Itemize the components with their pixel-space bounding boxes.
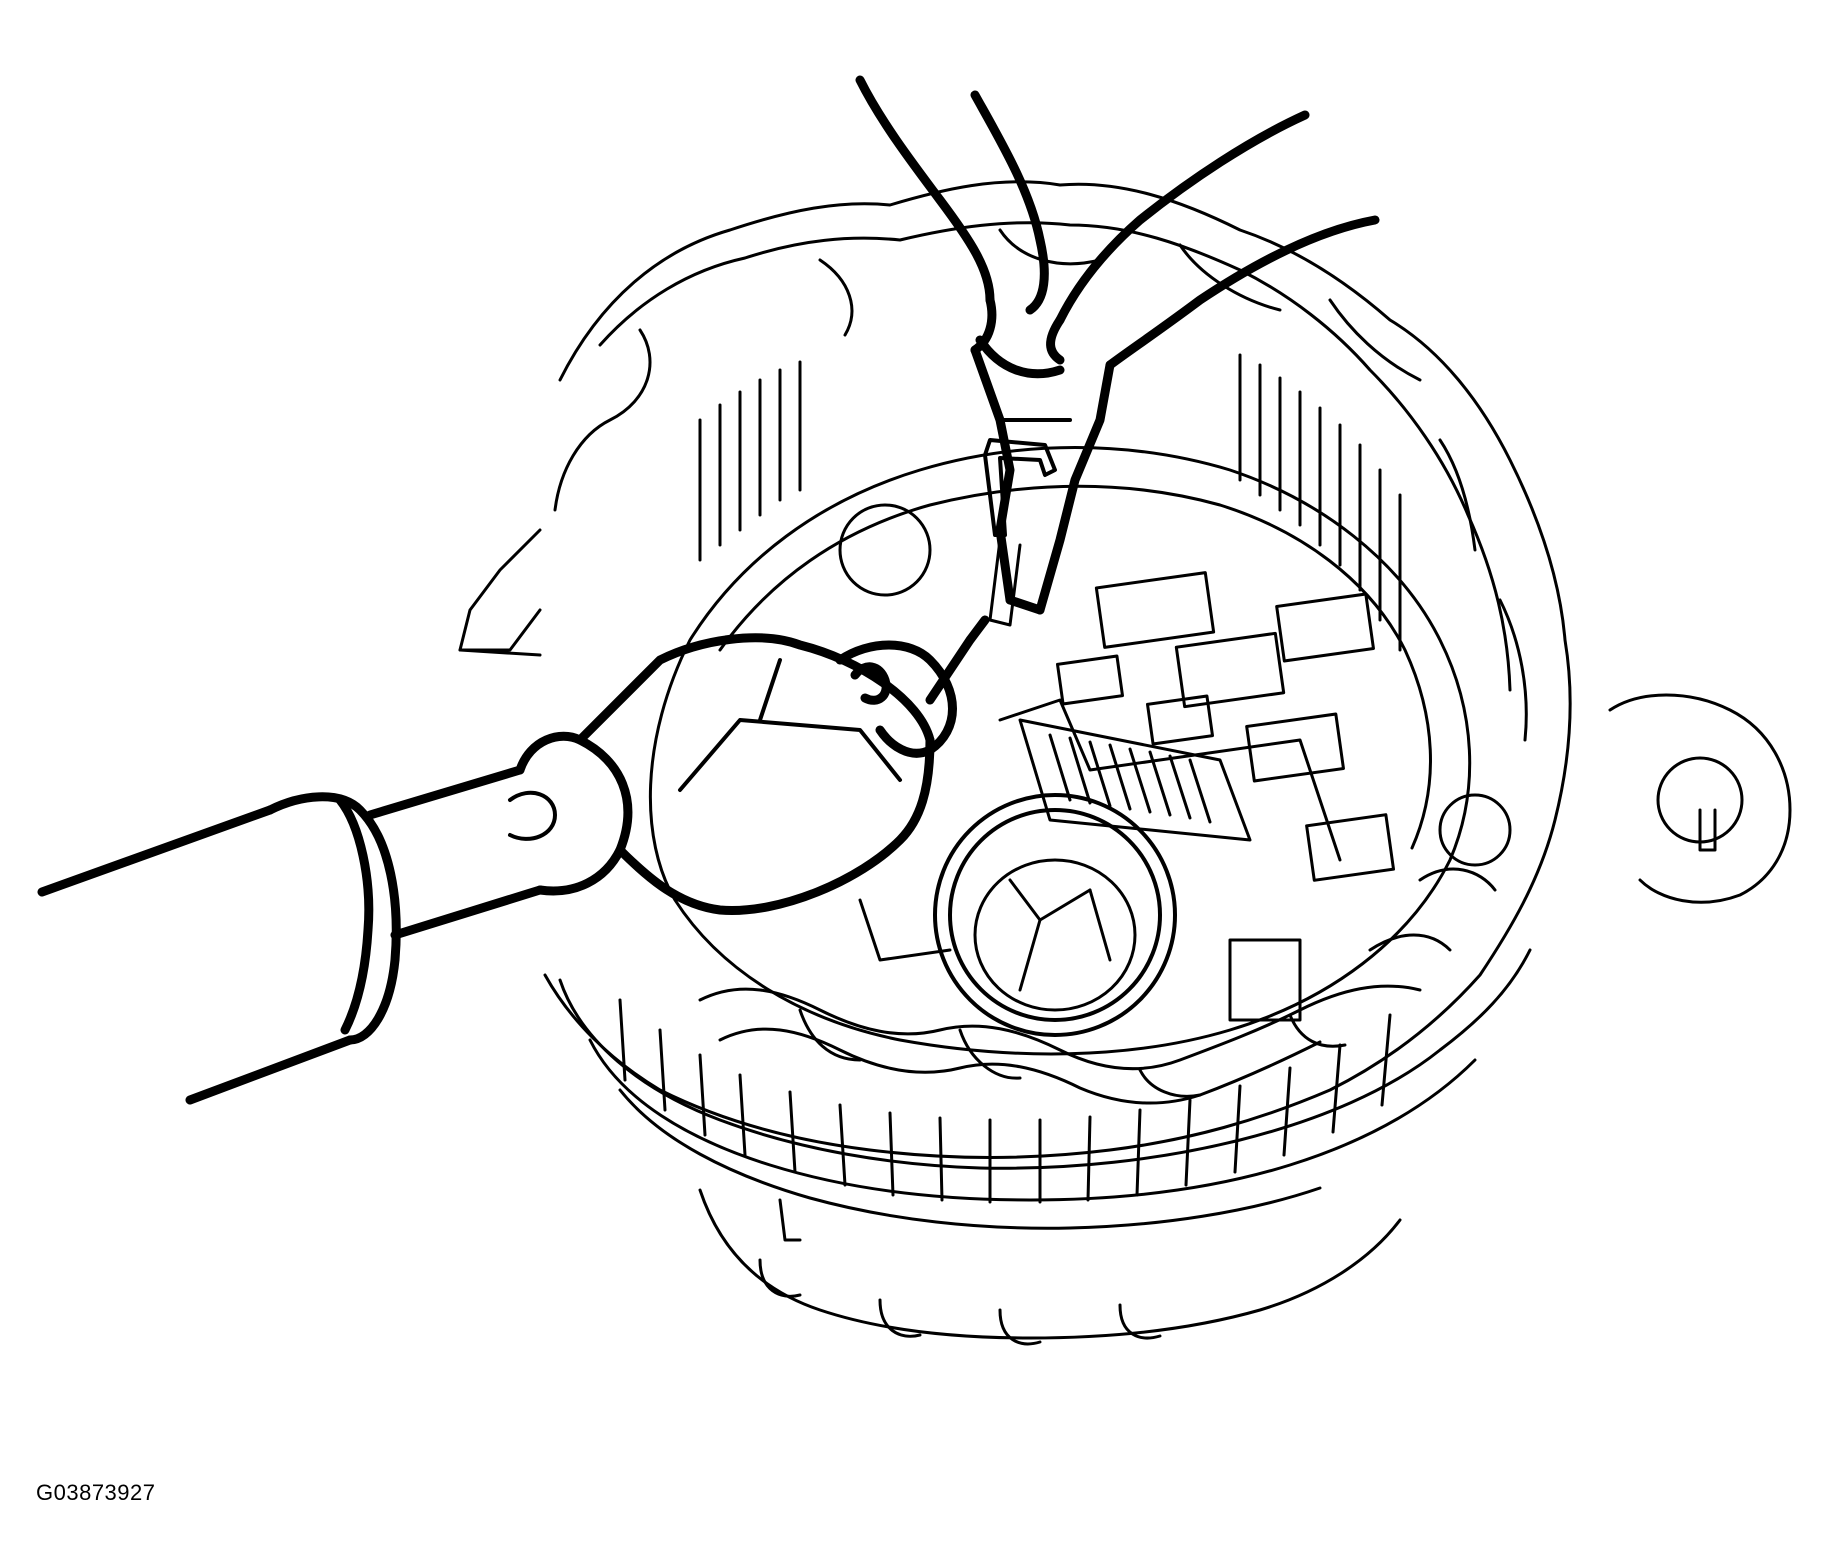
- stator-fins-top: [698, 353, 1402, 652]
- needle-nose-pliers: [855, 75, 1380, 615]
- bearing-boss: [933, 793, 1177, 1037]
- bottom-casting: [698, 1188, 1402, 1346]
- stator-windings: [698, 867, 1497, 1105]
- soldering-iron: [37, 615, 990, 1105]
- brush-holder: [1018, 718, 1252, 842]
- figure-id-label: G03873927: [36, 1480, 156, 1505]
- mounting-tab-left: [458, 528, 542, 657]
- rectifier-assembly: [838, 503, 1512, 1022]
- lower-ring: [558, 948, 1532, 1230]
- mounting-ear-right: [1608, 693, 1792, 904]
- terminal-tab: [983, 438, 1057, 627]
